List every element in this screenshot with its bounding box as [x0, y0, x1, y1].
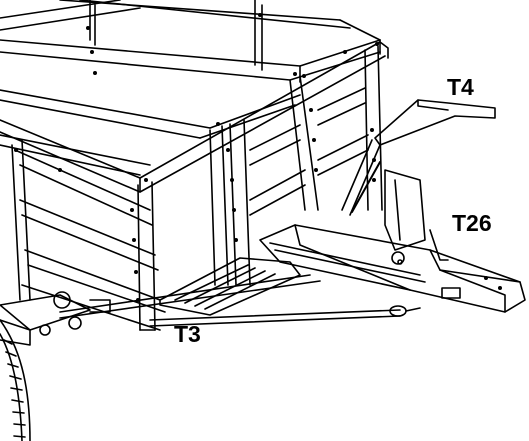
callout-t3: T3 [174, 321, 201, 347]
rear-side-boards [59, 0, 381, 71]
top-rail [0, 0, 381, 83]
right-side-slats [249, 87, 369, 216]
corner-posts [11, 45, 383, 331]
tire [0, 319, 31, 441]
callout-t26: T26 [452, 210, 492, 236]
bolts [14, 13, 502, 302]
hitch-bracket [384, 169, 449, 265]
drawbar-t26 [259, 224, 526, 313]
interior-boards [0, 89, 301, 176]
callout-t4: T4 [447, 74, 474, 100]
handle-t4 [341, 99, 496, 216]
step-plate-t3 [159, 257, 301, 316]
axle-assembly [0, 291, 111, 346]
leader-line-t4 [351, 161, 381, 213]
